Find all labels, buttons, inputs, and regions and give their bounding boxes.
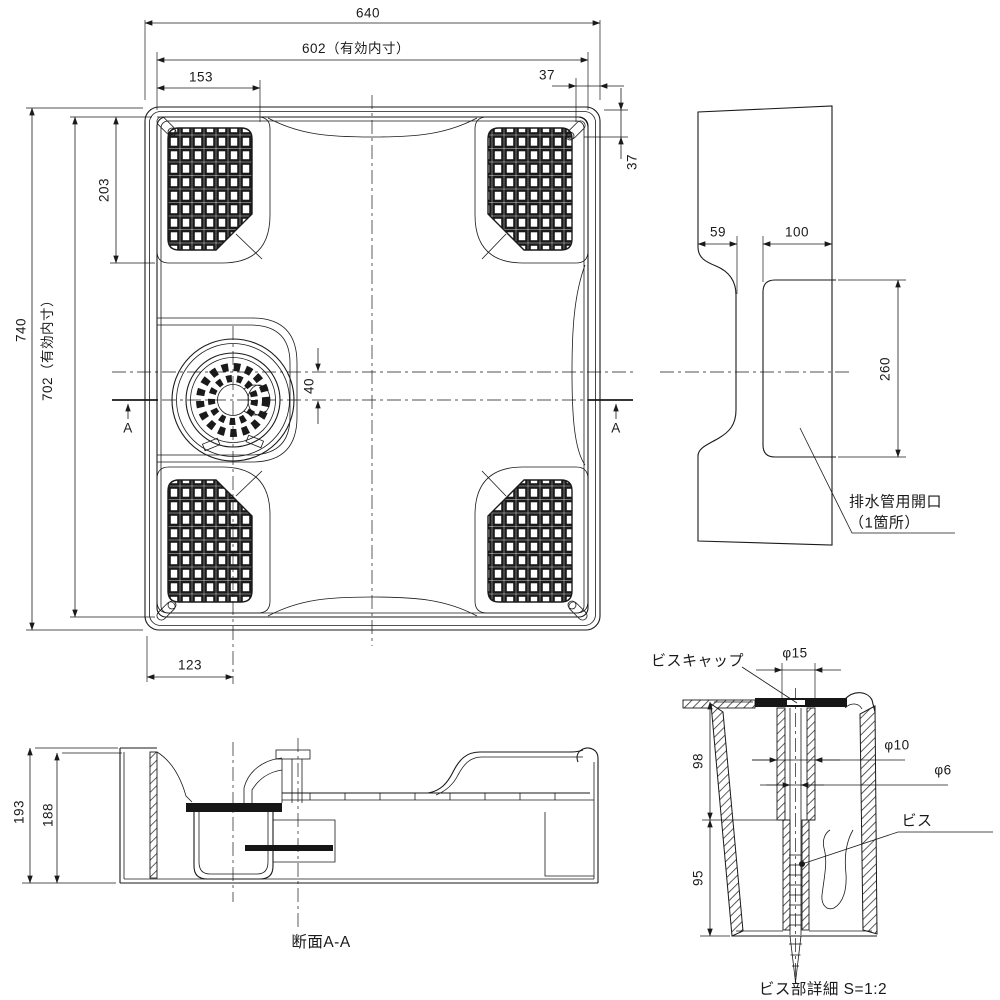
screw-detail-view (682, 663, 993, 988)
dim-phi6: φ6 (934, 762, 952, 778)
section-view (22, 738, 599, 928)
screw-cap-label: ビスキャップ (651, 652, 745, 670)
screw (789, 688, 802, 988)
dim-drain-x: 123 (177, 657, 203, 673)
dim-95: 95 (690, 869, 706, 887)
dim-notch-width: 59 (709, 224, 727, 240)
dim-98: 98 (690, 752, 706, 770)
screw-leader-line (801, 831, 993, 865)
screw-slot-holes (156, 116, 588, 621)
opening-label-line1: 排水管用開口 (849, 493, 943, 511)
dim-phi15: φ15 (782, 645, 808, 661)
pad-bottom-left (167, 479, 253, 603)
dim-screw-offset-y: 37 (624, 153, 640, 171)
dim-opening-width: 100 (784, 224, 810, 240)
dim-overall-width: 640 (355, 5, 381, 21)
dim-inner-width: 602（有効内寸） (301, 41, 411, 56)
dim-opening-height: 260 (877, 356, 893, 382)
dim-screw-offset-x: 37 (538, 67, 556, 83)
screw-label: ビス (901, 812, 933, 830)
pad-top-right (487, 127, 573, 251)
opening-label-line2: （1箇所） (849, 514, 920, 532)
dim-section-height-outer: 193 (11, 799, 27, 825)
opening-leader-line (799, 427, 955, 534)
dim-overall-height: 740 (13, 317, 29, 343)
pad-bottom-right (487, 479, 573, 603)
section-caption: 断面A-A (291, 934, 351, 951)
section-marker-left: A (123, 420, 133, 436)
pad-top-left (167, 127, 253, 251)
cap-leader-line (741, 666, 798, 704)
side-view (660, 105, 955, 546)
dim-pad-width: 153 (188, 69, 214, 85)
dim-phi10: φ10 (884, 737, 910, 753)
plan-view (26, 20, 633, 684)
section-marker-right: A (611, 420, 621, 436)
detail-caption: ビス部詳細 S=1:2 (758, 981, 888, 998)
dim-section-height-inner: 188 (40, 802, 56, 828)
dim-inner-height: 702（有効内寸） (40, 292, 55, 402)
drain-trap-section (186, 749, 336, 880)
dim-pad-height: 203 (96, 177, 112, 203)
dim-drain-offset: 40 (301, 377, 317, 395)
